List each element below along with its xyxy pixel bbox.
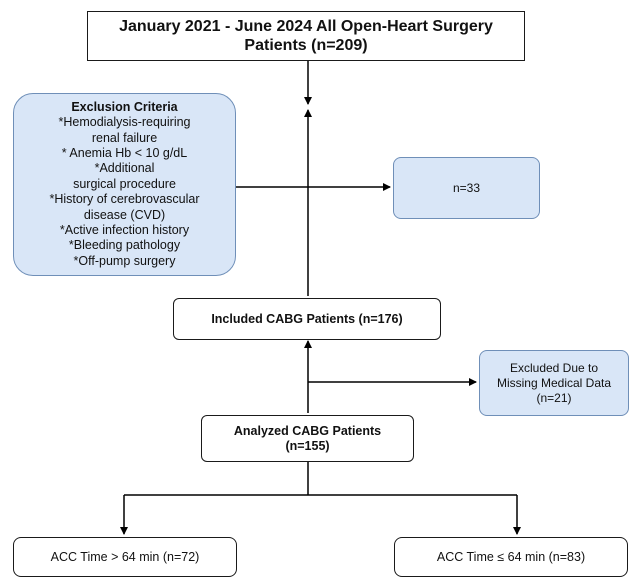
missing-data-line3: (n=21) bbox=[536, 390, 572, 405]
total-patients-box: January 2021 - June 2024 All Open-Heart … bbox=[87, 11, 525, 61]
exclusion-line-4: *Additional bbox=[94, 161, 155, 176]
exclusion-line-1: *Hemodialysis-requiring bbox=[58, 115, 191, 130]
exclusion-line-8: *Active infection history bbox=[59, 223, 190, 238]
acc-high-text: ACC Time > 64 min (n=72) bbox=[50, 550, 200, 564]
excluded-count-box: n=33 bbox=[393, 157, 540, 219]
exclusion-line-3: * Anemia Hb < 10 g/dL bbox=[61, 145, 188, 160]
acc-low-box: ACC Time ≤ 64 min (n=83) bbox=[394, 537, 628, 577]
total-patients-line1: January 2021 - June 2024 All Open-Heart … bbox=[119, 18, 493, 35]
exclusion-line-2: renal failure bbox=[91, 130, 158, 145]
analyzed-patients-box: Analyzed CABG Patients (n=155) bbox=[201, 415, 414, 462]
exclusion-line-10: *Off-pump surgery bbox=[73, 253, 176, 268]
exclusion-line-6: *History of cerebrovascular bbox=[49, 192, 200, 207]
included-patients-box: Included CABG Patients (n=176) bbox=[173, 298, 441, 340]
excluded-count-text: n=33 bbox=[452, 181, 481, 195]
exclusion-criteria-title: Exclusion Criteria bbox=[71, 99, 178, 114]
analyzed-patients-line1: Analyzed CABG Patients bbox=[233, 423, 382, 438]
exclusion-line-9: *Bleeding pathology bbox=[68, 238, 181, 253]
missing-data-line1: Excluded Due to bbox=[509, 360, 599, 375]
exclusion-line-7: disease (CVD) bbox=[83, 207, 166, 222]
missing-data-box: Excluded Due to Missing Medical Data (n=… bbox=[479, 350, 629, 416]
missing-data-line2: Missing Medical Data bbox=[496, 375, 612, 390]
exclusion-line-5: surgical procedure bbox=[73, 176, 176, 191]
total-patients-line2: Patients (n=209) bbox=[244, 37, 368, 54]
included-patients-text: Included CABG Patients (n=176) bbox=[211, 312, 403, 326]
acc-high-box: ACC Time > 64 min (n=72) bbox=[13, 537, 237, 577]
analyzed-patients-line2: (n=155) bbox=[285, 438, 330, 453]
exclusion-criteria-box: Exclusion Criteria *Hemodialysis-requiri… bbox=[13, 93, 236, 276]
acc-low-text: ACC Time ≤ 64 min (n=83) bbox=[436, 550, 586, 564]
